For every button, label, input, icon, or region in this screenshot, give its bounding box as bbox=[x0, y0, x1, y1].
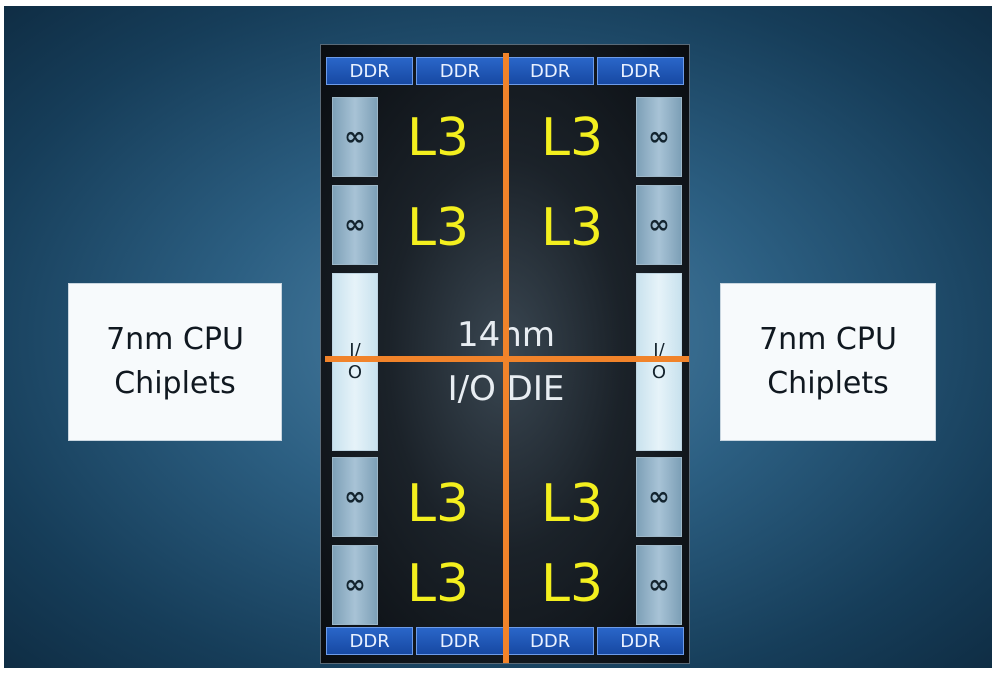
l3-cache-label: L3 bbox=[406, 198, 470, 258]
io-die: DDR DDR DDR DDR ∞ ∞ ∞ ∞ ∞ ∞ ∞ ∞ I/ O I/ … bbox=[320, 44, 690, 664]
ddr-channel: DDR bbox=[416, 627, 504, 655]
l3-cache-label: L3 bbox=[540, 198, 604, 258]
l3-cache-label: L3 bbox=[540, 108, 604, 168]
quadrant-divider-horizontal bbox=[325, 356, 689, 362]
infinity-fabric-icon: ∞ bbox=[636, 97, 682, 177]
infinity-fabric-icon: ∞ bbox=[636, 545, 682, 625]
cpu-chiplets-box-right: 7nm CPU Chiplets bbox=[720, 283, 936, 441]
infinity-fabric-icon: ∞ bbox=[636, 457, 682, 537]
ddr-channel: DDR bbox=[596, 627, 684, 655]
l3-cache-label: L3 bbox=[406, 108, 470, 168]
infinity-fabric-icon: ∞ bbox=[332, 185, 378, 265]
io-label-bottom: O bbox=[651, 362, 667, 383]
l3-cache-label: L3 bbox=[540, 554, 604, 614]
slide-background: 7nm CPU Chiplets 7nm CPU Chiplets DDR DD… bbox=[4, 6, 992, 668]
chiplet-label-line2: Chiplets bbox=[767, 366, 889, 401]
ddr-channel: DDR bbox=[416, 57, 504, 85]
ddr-row-top: DDR DDR DDR DDR bbox=[326, 57, 684, 85]
ddr-channel: DDR bbox=[506, 627, 594, 655]
io-side-block-right: I/ O bbox=[636, 273, 682, 451]
infinity-fabric-icon: ∞ bbox=[636, 185, 682, 265]
io-label-top: I/ bbox=[653, 340, 665, 361]
chiplet-label-line1: 7nm CPU bbox=[106, 322, 244, 357]
infinity-fabric-icon: ∞ bbox=[332, 97, 378, 177]
l3-cache-label: L3 bbox=[406, 554, 470, 614]
ddr-row-bottom: DDR DDR DDR DDR bbox=[326, 627, 684, 655]
io-side-block-left: I/ O bbox=[332, 273, 378, 451]
ddr-channel: DDR bbox=[326, 57, 414, 85]
ddr-channel: DDR bbox=[596, 57, 684, 85]
chiplet-label-line1: 7nm CPU bbox=[759, 322, 897, 357]
cpu-chiplets-box-left: 7nm CPU Chiplets bbox=[68, 283, 282, 441]
ddr-channel: DDR bbox=[326, 627, 414, 655]
io-label-bottom: O bbox=[347, 362, 363, 383]
l3-cache-label: L3 bbox=[406, 474, 470, 534]
ddr-channel: DDR bbox=[506, 57, 594, 85]
infinity-fabric-icon: ∞ bbox=[332, 545, 378, 625]
chiplet-label-line2: Chiplets bbox=[114, 366, 236, 401]
infinity-fabric-icon: ∞ bbox=[332, 457, 378, 537]
l3-cache-label: L3 bbox=[540, 474, 604, 534]
io-label-top: I/ bbox=[349, 340, 361, 361]
